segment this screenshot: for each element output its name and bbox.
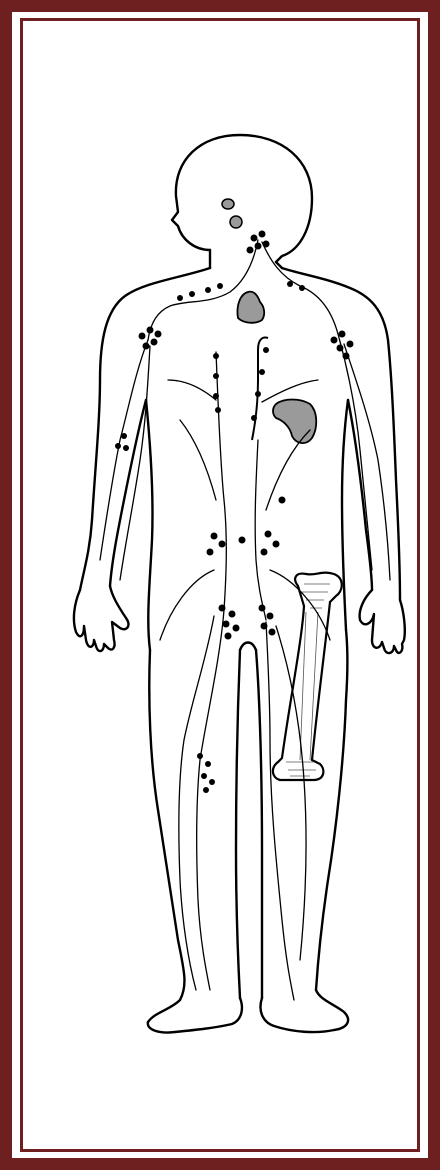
body-outline xyxy=(74,135,405,1033)
bone-marrow xyxy=(273,573,342,780)
thymus xyxy=(237,292,264,323)
spleen xyxy=(273,400,316,444)
tonsils xyxy=(222,199,242,228)
